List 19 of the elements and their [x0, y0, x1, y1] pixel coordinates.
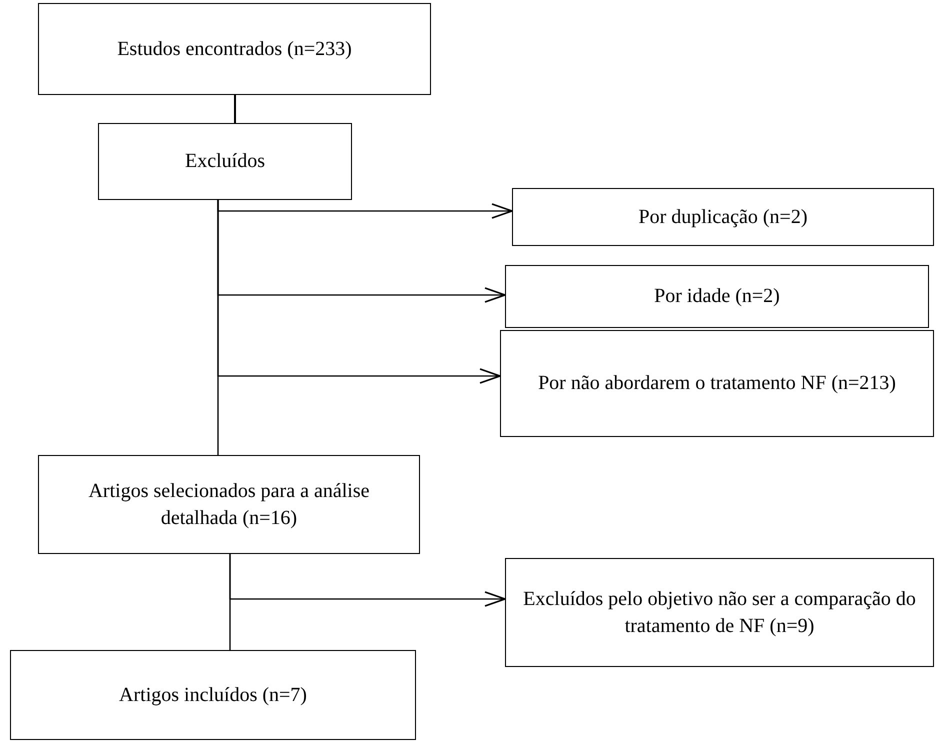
- box-label: Por duplicação (n=2): [638, 204, 808, 230]
- process-box: [500, 330, 934, 437]
- process-box: [38, 455, 420, 554]
- process-box: [505, 265, 929, 328]
- connector-line: [229, 554, 231, 650]
- box-label: Artigos selecionados para a análise detalhada (n=16): [87, 478, 370, 530]
- box-label: Artigos incluídos (n=7): [119, 682, 307, 708]
- box-label: Excluídos: [185, 149, 265, 174]
- process-box: [38, 3, 431, 95]
- box-label: Por não abordarem o tratamento NF (n=213): [538, 371, 896, 396]
- process-box: [512, 188, 934, 246]
- box-label: Por idade (n=2): [654, 284, 780, 309]
- process-box: [505, 558, 934, 667]
- process-box: [98, 123, 352, 200]
- process-box: [10, 650, 416, 740]
- connector-line: [234, 95, 236, 123]
- box-label: Estudos encontrados (n=233): [117, 36, 352, 62]
- box-label: Excluídos pelo objetivo não ser a comparação do tratamento de NF (n=9): [522, 586, 917, 638]
- connector-line: [217, 200, 219, 455]
